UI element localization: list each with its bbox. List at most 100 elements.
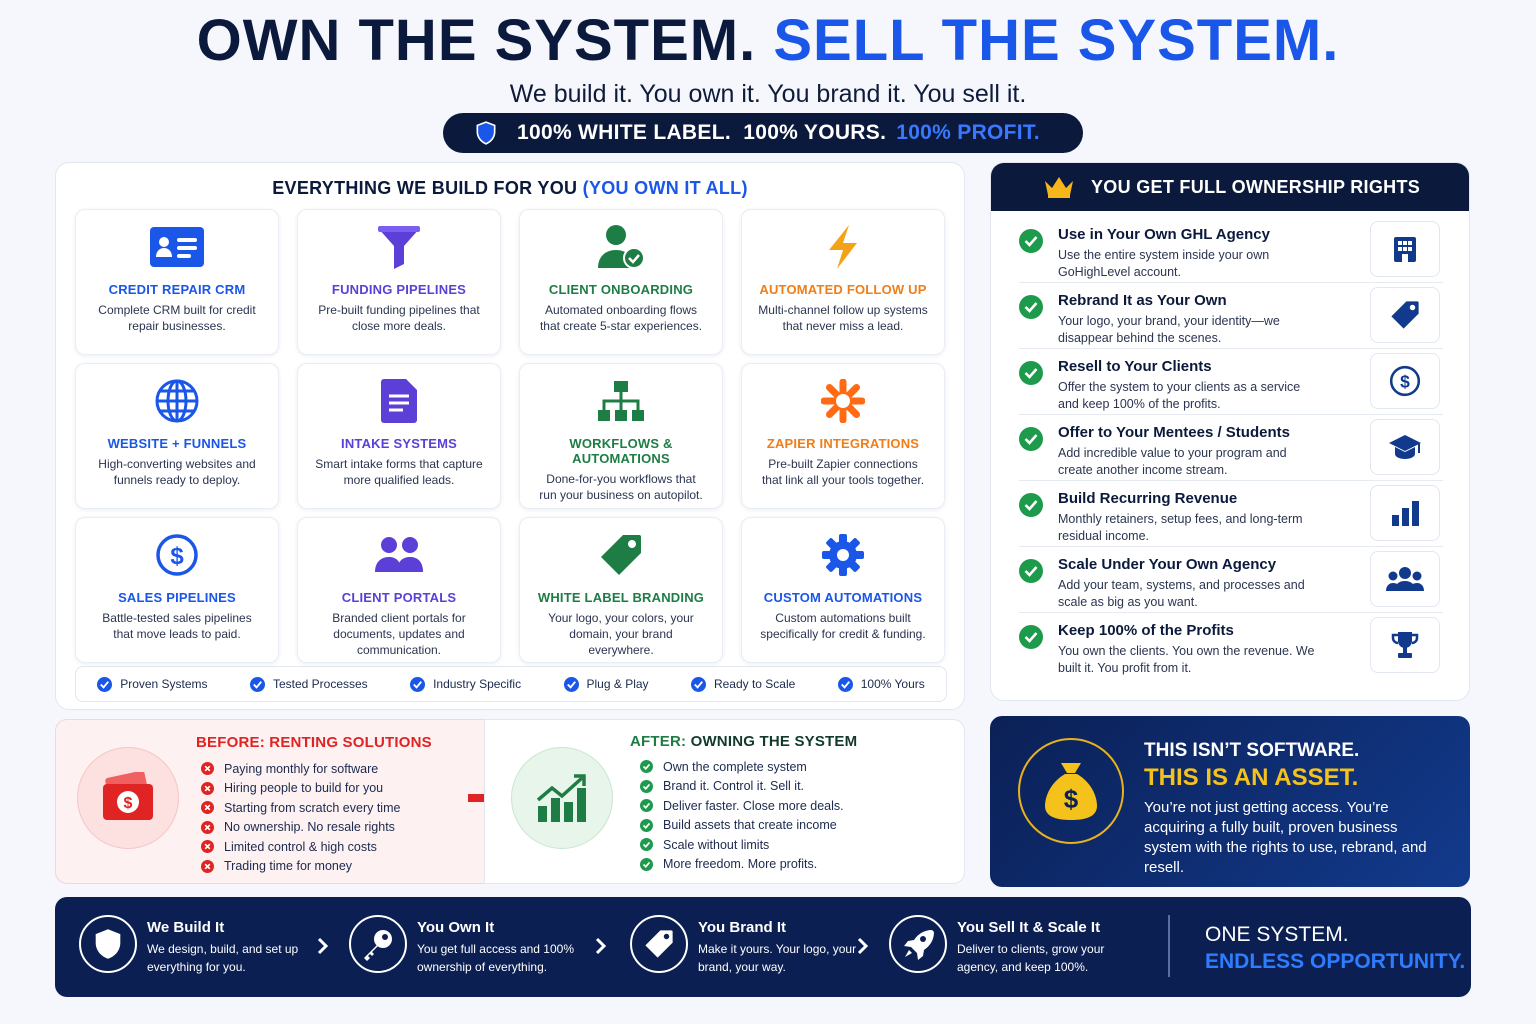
before-title-2: RENTING SOLUTIONS <box>269 734 432 751</box>
build-title-part-1: EVERYTHING WE BUILD FOR YOU <box>272 178 578 198</box>
feature-item: Proven Systems <box>97 676 208 692</box>
ownership-row-title: Scale Under Your Own Agency <box>1058 556 1277 573</box>
key-icon <box>364 930 392 961</box>
card-title: WHITE LABEL BRANDING <box>537 590 705 605</box>
white-label-pill: 100% WHITE LABEL. 100% YOURS. 100% PROFI… <box>443 113 1083 153</box>
ownership-title: YOU GET FULL OWNERSHIP RIGHTS <box>1091 176 1421 197</box>
step-title: We Build It <box>147 919 225 936</box>
card-title: ZAPIER INTEGRATIONS <box>766 436 920 451</box>
list-item: More freedom. More profits. <box>640 855 844 875</box>
asset-line-2: THIS IS AN ASSET. <box>1144 764 1359 791</box>
check-circle-icon <box>1019 493 1043 517</box>
bar-chart-icon <box>1392 501 1419 526</box>
page-subtitle: We build it. You own it. You brand it. Y… <box>509 80 1027 108</box>
check-circle-icon <box>1019 229 1043 253</box>
dollar-circle-icon: $ <box>156 534 198 576</box>
step-icon-circle <box>79 915 137 973</box>
step-desc: Make it yours. Your logo, your brand, yo… <box>698 942 857 974</box>
list-item: Hiring people to build for you <box>201 779 400 799</box>
funnel-icon <box>378 226 420 269</box>
check-circle-icon <box>1019 361 1043 385</box>
step-icon-circle <box>349 915 407 973</box>
list-item: Starting from scratch every time <box>201 798 400 818</box>
card-title: SALES PIPELINES <box>118 590 236 605</box>
card-desc: Automated onboarding flows that create 5… <box>539 303 703 333</box>
trophy-icon <box>1391 632 1419 658</box>
card-title: FUNDING PIPELINES <box>331 282 467 297</box>
check-circle-icon <box>640 818 653 832</box>
list-text: Deliver faster. Close more deals. <box>663 798 844 813</box>
card-desc: High-converting websites and funnels rea… <box>98 457 256 487</box>
card-desc: Battle-tested sales pipelines that move … <box>102 611 252 641</box>
step-icon-circle <box>630 915 688 973</box>
x-circle-icon <box>201 840 214 854</box>
before-title: BEFORE: RENTING SOLUTIONS <box>196 734 432 751</box>
check-circle-icon <box>690 676 706 692</box>
ownership-icon-box <box>1370 287 1440 343</box>
card-title: WEBSITE + FUNNELS <box>107 436 247 451</box>
tag-icon <box>645 930 673 958</box>
pill-text-1: 100% WHITE LABEL. 100% YOURS. <box>517 121 887 144</box>
list-item: Limited control & high costs <box>201 837 400 857</box>
check-circle-icon <box>410 676 426 692</box>
card-white-label-branding[interactable]: WHITE LABEL BRANDING Your logo, your colo… <box>519 517 723 663</box>
money-bag-icon: $ <box>1045 763 1097 820</box>
pill-text-2: 100% PROFIT. <box>896 121 1040 144</box>
svg-text:$: $ <box>1400 372 1410 392</box>
ownership-row-title: Resell to Your Clients <box>1058 358 1212 375</box>
after-panel: AFTER: OWNING THE SYSTEM Own the complet… <box>484 719 965 884</box>
list-text: No ownership. No resale rights <box>224 820 395 835</box>
check-circle-icon <box>1019 427 1043 451</box>
card-desc: Complete CRM built for credit repair bus… <box>98 303 256 333</box>
check-circle-icon <box>640 779 653 793</box>
after-title-2: OWNING THE SYSTEM <box>690 733 858 750</box>
feature-label: Proven Systems <box>120 677 208 691</box>
feature-label: Tested Processes <box>272 677 368 691</box>
card-website-funnels[interactable]: WEBSITE + FUNNELS High-converting website… <box>75 363 279 509</box>
ownership-row-desc: You own the clients. You own the revenue… <box>1058 644 1315 675</box>
ownership-row-desc: Use the entire system inside your own Go… <box>1058 248 1270 279</box>
divider <box>1168 915 1170 977</box>
list-text: Scale without limits <box>663 837 770 852</box>
list-text: Brand it. Control it. Sell it. <box>663 779 805 794</box>
card-desc: Your logo, your colors, your domain, you… <box>548 611 694 657</box>
check-circle-icon <box>563 676 579 692</box>
asset-line-3: You’re not just getting access. You’re a… <box>1144 799 1427 876</box>
ownership-row-title: Build Recurring Revenue <box>1058 490 1238 507</box>
feature-item: Tested Processes <box>249 676 368 692</box>
title-part-1: OWN THE SYSTEM. <box>196 8 757 73</box>
tagline-line-2: ENDLESS OPPORTUNITY. <box>1205 950 1466 973</box>
ownership-icon-box <box>1370 485 1440 541</box>
chevron-right-icon <box>857 937 869 955</box>
ownership-header: YOU GET FULL OWNERSHIP RIGHTS <box>991 163 1469 211</box>
asset-panel: $ THIS ISN’T SOFTWARE. THIS IS AN ASSET.… <box>990 716 1470 887</box>
before-circle: $ <box>77 747 179 849</box>
team-icon <box>1386 567 1424 591</box>
feature-item: Industry Specific <box>410 676 521 692</box>
card-title: CLIENT PORTALS <box>341 590 457 605</box>
tag-icon <box>1391 301 1419 329</box>
card-sales-pipelines[interactable]: $ SALES PIPELINES Battle-tested sales pipe… <box>75 517 279 663</box>
list-text: Own the complete system <box>663 759 807 774</box>
x-circle-icon <box>201 762 214 776</box>
list-text: Build assets that create income <box>663 818 837 833</box>
after-circle <box>511 747 613 849</box>
list-item: Brand it. Control it. Sell it. <box>640 777 844 797</box>
header: OWN THE SYSTEM. SELL THE SYSTEM. We buil… <box>0 8 1536 109</box>
chevron-right-icon <box>317 937 329 955</box>
form-icon <box>381 379 417 423</box>
